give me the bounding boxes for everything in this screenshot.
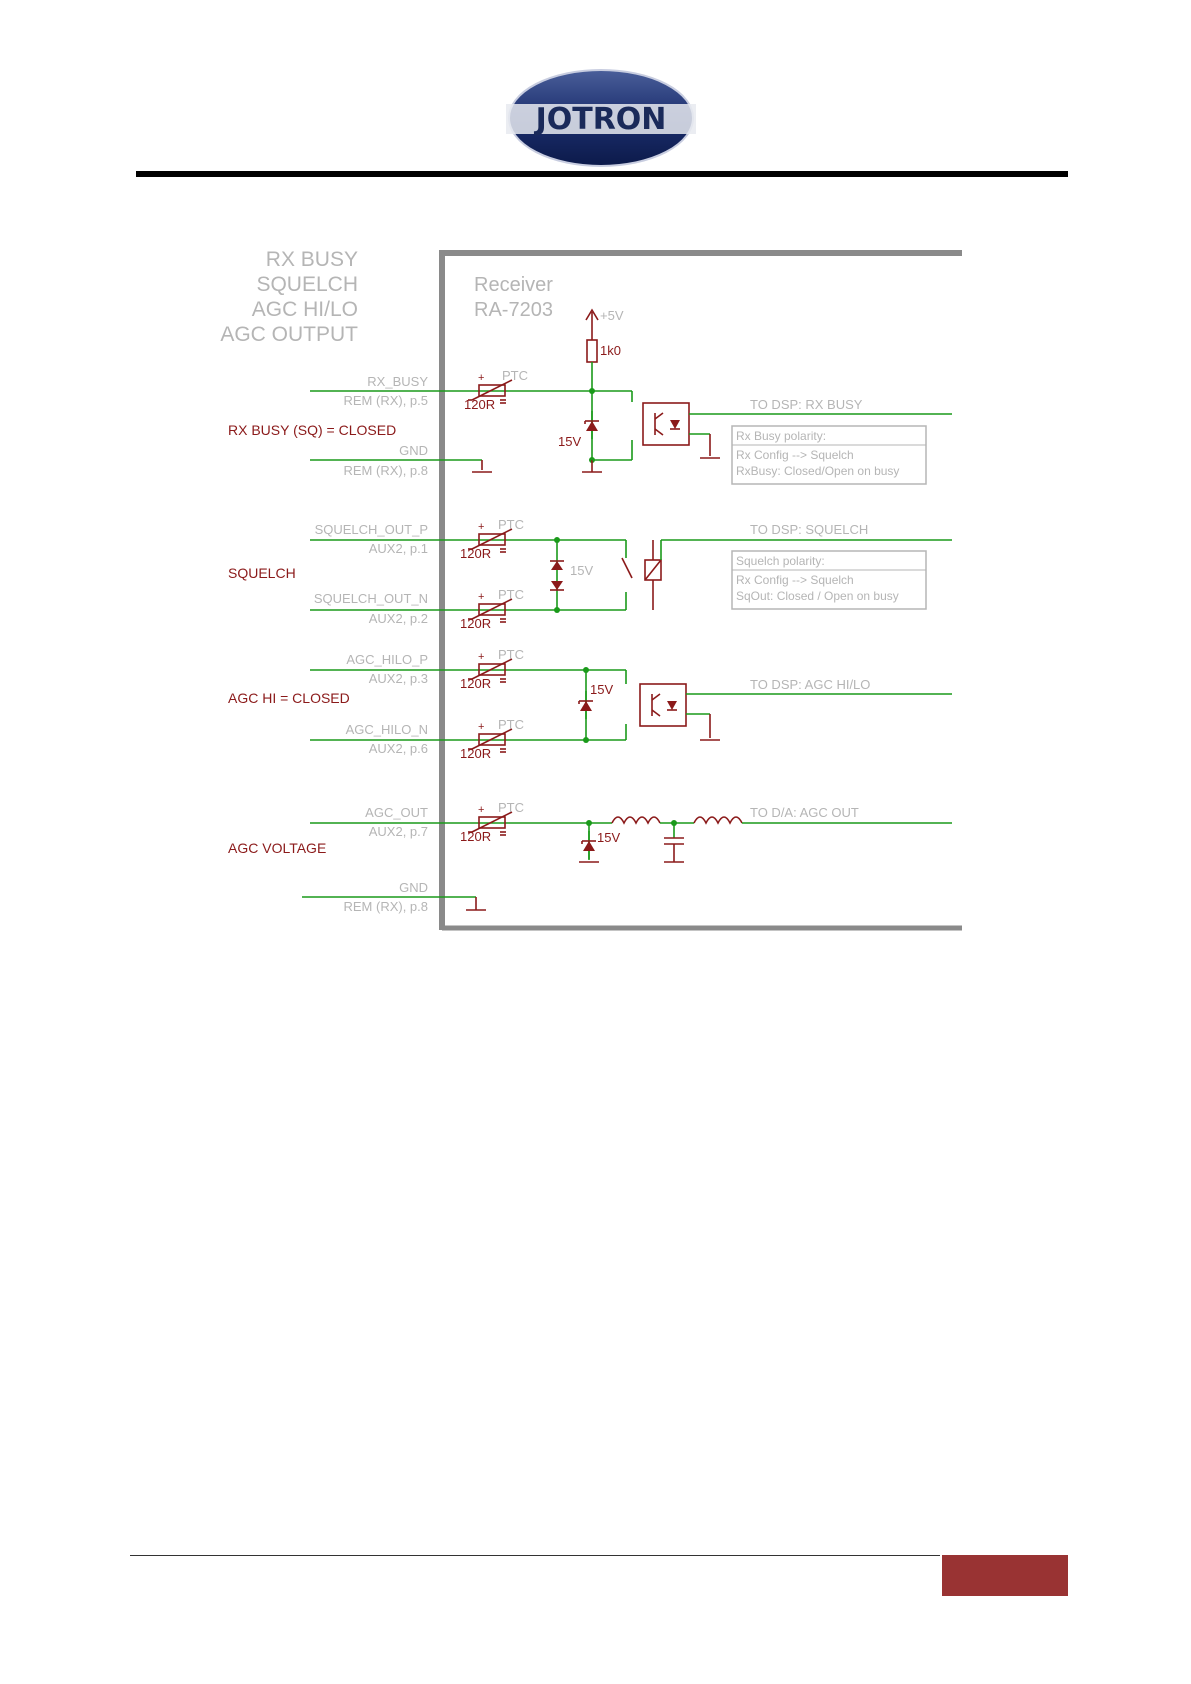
jotron-logo: JOTRON xyxy=(506,69,696,167)
title-rx-busy: RX BUSY xyxy=(266,248,358,271)
supply-resistor: 1k0 xyxy=(600,343,621,358)
pin-squelch-n: AUX2, p.2 xyxy=(369,611,428,626)
svg-text:120R: 120R xyxy=(460,616,491,631)
svg-text:PTC: PTC xyxy=(498,517,524,532)
note-squelch-0: Squelch polarity: xyxy=(736,554,825,568)
svg-text:PTC: PTC xyxy=(498,587,524,602)
svg-text:120R: 120R xyxy=(460,546,491,561)
pin-gnd-1: REM (RX), p.8 xyxy=(343,463,428,478)
heading-squelch: SQUELCH xyxy=(228,565,296,581)
svg-text:120R: 120R xyxy=(460,676,491,691)
svg-text:15V: 15V xyxy=(590,682,613,697)
pin-agc-out: AUX2, p.7 xyxy=(369,824,428,839)
svg-text:+: + xyxy=(478,721,484,733)
svg-text:+: + xyxy=(478,804,484,816)
svg-text:15V: 15V xyxy=(597,830,620,845)
title-agc-hilo: AGC HI/LO xyxy=(252,298,358,321)
signal-rx-busy: RX_BUSY xyxy=(367,374,428,389)
svg-text:+: + xyxy=(478,591,484,603)
pin-squelch-p: AUX2, p.1 xyxy=(369,541,428,556)
note-squelch-1: Rx Config --> Squelch xyxy=(736,573,854,587)
svg-text:PTC: PTC xyxy=(498,800,524,815)
title-agc-output: AGC OUTPUT xyxy=(220,323,358,346)
note-rx-busy-2: RxBusy: Closed/Open on busy xyxy=(736,464,899,478)
pin-gnd-2: REM (RX), p.8 xyxy=(343,899,428,914)
svg-text:PTC: PTC xyxy=(498,647,524,662)
svg-text:PTC: PTC xyxy=(498,717,524,732)
svg-text:+: + xyxy=(478,372,484,384)
footer-accent-box xyxy=(942,1555,1068,1596)
svg-text:15V: 15V xyxy=(558,434,581,449)
supply-voltage: +5V xyxy=(600,308,624,323)
title-squelch: SQUELCH xyxy=(256,273,358,296)
signal-agc-hilo-n: AGC_HILO_N xyxy=(346,722,428,737)
signal-squelch-n: SQUELCH_OUT_N xyxy=(314,591,428,606)
receiver-model: RA-7203 xyxy=(474,299,553,321)
svg-text:+: + xyxy=(478,651,484,663)
svg-text:120R: 120R xyxy=(460,746,491,761)
heading-agc-hilo: AGC HI = CLOSED xyxy=(228,690,350,706)
svg-text:120R: 120R xyxy=(460,829,491,844)
header-rule xyxy=(136,171,1068,177)
svg-text:120R: 120R xyxy=(464,397,495,412)
note-rx-busy-1: Rx Config --> Squelch xyxy=(736,448,854,462)
note-rx-busy-0: Rx Busy polarity: xyxy=(736,429,826,443)
output-rx-busy: TO DSP: RX BUSY xyxy=(750,397,863,412)
logo-text: JOTRON xyxy=(534,102,667,137)
heading-agc-voltage: AGC VOLTAGE xyxy=(228,840,326,856)
heading-rx-busy: RX BUSY (SQ) = CLOSED xyxy=(228,422,396,438)
output-agc-out: TO D/A: AGC OUT xyxy=(750,805,859,820)
pin-agc-hilo-p: AUX2, p.3 xyxy=(369,671,428,686)
receiver-title: Receiver xyxy=(474,274,553,296)
svg-text:+: + xyxy=(478,521,484,533)
signal-agc-out: AGC_OUT xyxy=(365,805,428,820)
note-squelch-2: SqOut: Closed / Open on busy xyxy=(736,589,899,603)
pin-rx-busy: REM (RX), p.5 xyxy=(343,393,428,408)
signal-gnd-2: GND xyxy=(399,880,428,895)
output-agc-hilo: TO DSP: AGC HI/LO xyxy=(750,677,870,692)
signal-gnd-1: GND xyxy=(399,443,428,458)
output-squelch: TO DSP: SQUELCH xyxy=(750,522,868,537)
svg-text:PTC: PTC xyxy=(502,368,528,383)
footer-rule xyxy=(130,1555,940,1556)
signal-agc-hilo-p: AGC_HILO_P xyxy=(346,652,428,667)
pin-agc-hilo-n: AUX2, p.6 xyxy=(369,741,428,756)
signal-squelch-p: SQUELCH_OUT_P xyxy=(315,522,428,537)
svg-text:15V: 15V xyxy=(570,563,593,578)
